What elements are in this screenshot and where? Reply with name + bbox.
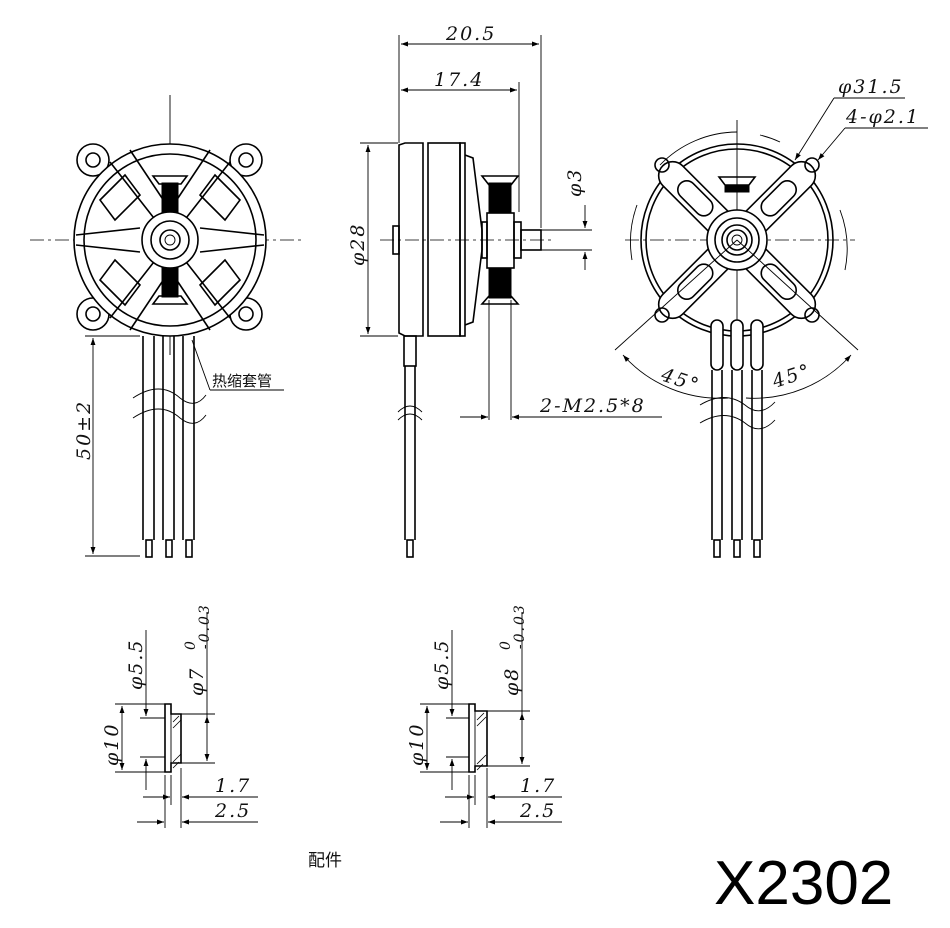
acc1-shoulder-diameter: φ7 [186, 667, 208, 696]
diameter-dimension: φ28 [347, 223, 369, 266]
front-view: 50±2 热缩套管 [30, 95, 305, 558]
accessories-label: 配件 [308, 851, 342, 871]
acc2-shoulder-diameter: φ8 [501, 667, 523, 696]
rear-view: 45° 45° φ31.5 4-φ2.1 [614, 76, 928, 558]
acc2-inner-diameter: φ5.5 [431, 638, 453, 690]
acc1-inner-diameter: φ5.5 [125, 638, 147, 690]
acc1-flange-thickness: 1.7 [215, 775, 251, 797]
mount-circle-dimension: φ31.5 [838, 76, 904, 98]
side-view: 20.5 17.4 φ28 φ3 2-M2.5*8 [347, 23, 662, 558]
model-title: X2302 [714, 849, 893, 918]
accessory-2: φ10 φ5.5 φ8 0-0.03 1.7 2.5 [406, 603, 562, 828]
acc1-tolerance: 0-0.03 [183, 603, 213, 650]
angle-right-dimension: 45° [769, 360, 814, 393]
overall-length-dimension: 20.5 [445, 23, 496, 45]
acc2-outer-diameter: φ10 [406, 723, 428, 766]
screws-dimension: 2-M2.5*8 [539, 395, 646, 417]
mount-holes-dimension: 4-φ2.1 [845, 106, 920, 128]
heat-shrink-label: 热缩套管 [212, 372, 272, 390]
body-length-dimension: 17.4 [434, 69, 484, 91]
acc1-total-length: 2.5 [214, 800, 251, 822]
acc1-outer-diameter: φ10 [101, 723, 123, 766]
shaft-diameter-dimension: φ3 [564, 168, 586, 197]
accessory-1: φ10 φ5.5 φ7 0-0.03 1.7 2.5 [101, 603, 258, 828]
acc2-tolerance: 0-0.03 [498, 603, 528, 650]
acc2-flange-thickness: 1.7 [520, 775, 556, 797]
acc2-total-length: 2.5 [519, 800, 556, 822]
lead-length-dimension: 50±2 [73, 400, 95, 460]
